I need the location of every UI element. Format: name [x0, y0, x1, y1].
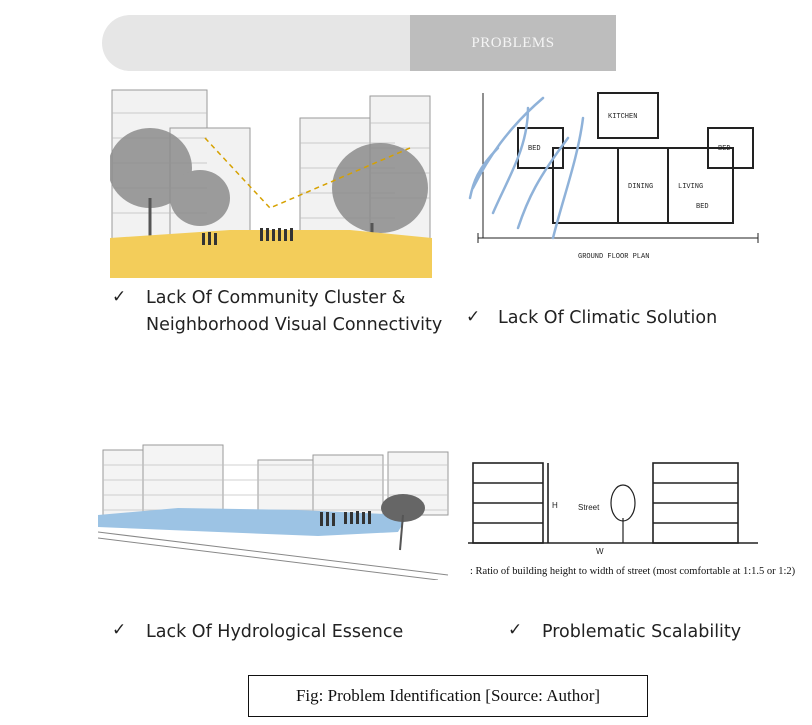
- caption-climatic: Lack Of Climatic Solution: [498, 308, 718, 328]
- figure-caption: Fig: Problem Identification [Source: Aut…: [248, 675, 648, 717]
- check-icon: ✓: [112, 287, 127, 307]
- plan-label: BED: [696, 203, 709, 211]
- plan-label: DINING: [628, 183, 653, 191]
- height-label: H: [552, 501, 558, 510]
- scalability-section-sketch: Street H W: [468, 458, 768, 558]
- plan-label: BED: [528, 145, 541, 153]
- plan-label: LIVING: [678, 183, 703, 191]
- street-label: Street: [578, 503, 600, 512]
- check-icon: ✓: [508, 620, 523, 640]
- caption-line: Neighborhood Visual Connectivity: [146, 315, 443, 335]
- header-bar: [102, 15, 422, 71]
- community-courtyard-sketch: [110, 88, 432, 278]
- width-label: W: [596, 547, 604, 556]
- section-title: PROBLEMS: [410, 15, 616, 71]
- check-icon: ✓: [466, 307, 481, 327]
- caption-line: Lack Of Community Cluster &: [146, 288, 406, 308]
- caption-hydrological: Lack Of Hydrological Essence: [146, 622, 404, 642]
- plan-label: KITCHEN: [608, 113, 637, 121]
- plan-label: BED: [718, 145, 731, 153]
- plan-title: GROUND FLOOR PLAN: [578, 253, 649, 261]
- caption-community: Lack Of Community Cluster & Neighborhood…: [146, 285, 442, 339]
- hydrological-sketch: [98, 440, 458, 580]
- scalability-note: : Ratio of building height to width of s…: [470, 566, 796, 577]
- floor-plan-sketch: BED BED LIVING DINING KITCHEN BED GROUND…: [468, 88, 768, 270]
- caption-scalability: Problematic Scalability: [542, 622, 742, 642]
- check-icon: ✓: [112, 620, 127, 640]
